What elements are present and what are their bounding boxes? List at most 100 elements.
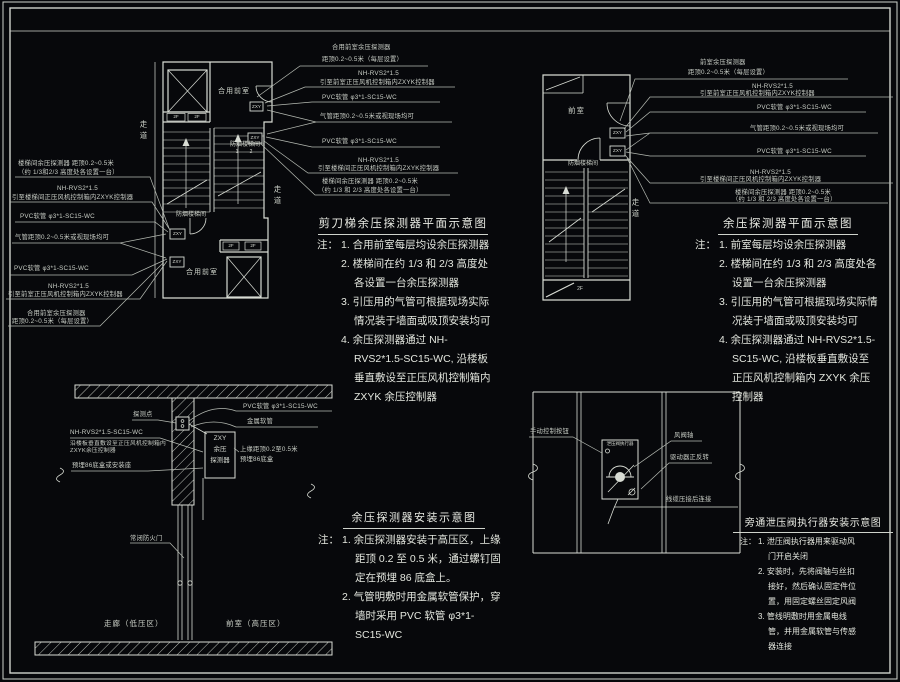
callout-label: 距顶0.2~0.5米（每层设置）	[322, 56, 404, 63]
tr-diagram-title: 余压探测器平面示意图	[718, 215, 858, 235]
notes-prefix: 注：	[318, 534, 339, 546]
note-item: 4. 余压探测器通过 NH-RVS2*1.5-SC15-WC, 沿楼板垂直敷设至…	[341, 334, 491, 403]
note-item: 2. 气管明敷时用金属软管保护，穿墙时采用 PVC 软管 φ3*1-SC15-W…	[342, 591, 501, 641]
bl-diagram-notes: 注： 1. 余压探测器安装于高压区，上缘距顶 0.2 至 0.5 米，通过螺钉固…	[318, 531, 502, 645]
room-label-stair: 防烟楼梯间	[176, 212, 207, 218]
bl-diagram-title: 余压探测器安装示意图	[343, 509, 485, 529]
detector-tag: ZXY	[172, 259, 182, 264]
callout-label: 金属软管	[247, 418, 273, 425]
room-label-stair: 防烟楼梯间	[568, 161, 599, 167]
callout-label: （约 1/3和2/3 高度处各设置一台）	[18, 169, 119, 176]
note-item: 2. 楼梯间在约 1/3 和 2/3 高度处各设置一台余压探测器	[719, 258, 877, 289]
callout-label: 预埋86底盒	[240, 456, 274, 463]
callout-label: ZXYK余压控制器	[70, 448, 116, 454]
bl-install-section	[34, 384, 333, 656]
note-item: 4. 余压探测器通过 NH-RVS2*1.5-SC15-WC, 沿楼板垂直敷设至…	[719, 334, 876, 403]
callout-label: 距顶0.2~0.5米（每层设置）	[688, 69, 770, 76]
callout-label: PVC软管 φ3*1-SC15-WC	[322, 138, 397, 145]
detector-tag: ZXY	[613, 130, 622, 135]
br-diagram-notes: 注： 1. 泄压阀执行器用来驱动风门开启关闭 2. 安装时，先将阀轴与丝扣接好，…	[740, 534, 860, 654]
callout-label: NH-RVS2*1.5	[358, 157, 399, 164]
note-item: 3. 引压用的气管可根据现场实际情况装于墙面或吸顶安装均可	[719, 296, 878, 327]
callout-label: 探测点	[133, 411, 153, 418]
stair-number: 2	[249, 149, 253, 155]
callout-label: NH-RVS2*1.5-SC15-WC	[70, 429, 143, 436]
callout-label: 引至楼梯间正压风机控制箱内ZXYK控制器	[700, 176, 822, 183]
callout-label: （约 1/3 和 2/3 高度处各设置一台）	[318, 187, 423, 194]
callout-label: 楼梯间余压探测器 距顶0.2~0.5米	[322, 178, 418, 185]
room-label-stair: 防烟楼梯间	[230, 142, 261, 148]
driver-symbol	[628, 488, 636, 496]
callout-label: 合用前室余压探测器	[27, 310, 86, 317]
tr-callout-leader-lines	[619, 78, 893, 204]
tr-diagram-notes: 注： 1. 前室每层均设余压探测器 2. 楼梯间在约 1/3 和 2/3 高度处…	[695, 236, 879, 407]
shaft-tag: 2F	[173, 114, 179, 119]
detector-tag: ZXY	[173, 231, 182, 236]
room-label-lobby: 合用前室	[218, 88, 250, 95]
tl-callout-leader-lines	[6, 65, 458, 327]
callout-label: 引至前室正压风机控制箱内ZXYK控制器	[700, 90, 815, 97]
note-item: 1. 前室每层均设余压探测器	[719, 239, 847, 251]
note-item: 3. 引压用的气管可根据现场实际情况装于墙面或吸顶安装均可	[341, 296, 491, 327]
room-label-corridor-lp: 走廊（低压区）	[104, 619, 164, 628]
note-item: 1. 余压探测器安装于高压区，上缘距顶 0.2 至 0.5 米，通过螺钉固定在预…	[342, 534, 501, 584]
callout-label: NH-RVS2*1.5	[358, 70, 399, 77]
bl-zxy-detector-box	[204, 431, 236, 479]
detector-tag: ZXY	[613, 148, 622, 153]
callout-label: 气管距顶0.2~0.5米或视现场均可	[320, 113, 415, 120]
note-item: 2. 安装时，先将阀轴与丝扣接好，然后确认固定件位置，用固定螺丝固定风阀	[758, 567, 856, 606]
callout-label: 引至楼梯间正压风机控制箱内ZXYK控制器	[318, 165, 440, 172]
manual-button-symbol	[605, 448, 610, 454]
tr-pressure-detector-boxes	[609, 127, 626, 157]
callout-label: PVC软管 φ3*1-SC15-WC	[757, 148, 832, 155]
callout-label: 风阀轴	[674, 432, 694, 439]
callout-label: 引至楼梯间正压风机控制箱内ZXYK控制器	[12, 194, 134, 201]
device-label: 探测器	[210, 457, 230, 464]
callout-label: 前室余压探测器	[700, 59, 746, 66]
callout-label: 楼梯间余压探测器 距顶0.2~0.5米	[735, 189, 831, 196]
callout-label: 驱动器正反转	[670, 454, 709, 461]
room-label-lobby: 合用前室	[186, 269, 218, 276]
shaft-tag: 2F	[194, 114, 200, 119]
callout-label: NH-RVS2*1.5	[48, 283, 89, 290]
device-label: 泄压阀执行器	[606, 441, 634, 446]
callout-label: 手动控制按钮	[530, 428, 569, 435]
floor-tag: 2F	[577, 286, 583, 292]
tl-scissor-stair-plan	[154, 61, 273, 299]
callout-label: PVC软管 φ3*1-SC15-WC	[20, 213, 95, 220]
callout-label: 沿楼板垂直敷设至正压风机控制箱内	[70, 441, 166, 447]
callout-label: NH-RVS2*1.5	[752, 83, 793, 90]
note-item: 1. 合用前室每层均设余压探测器	[341, 239, 490, 251]
br-actuator-section	[528, 391, 745, 554]
callout-label: PVC软管 φ3*1-SC15-WC	[757, 104, 832, 111]
callout-label: 上缘距顶0.2至0.5米	[240, 446, 298, 453]
callout-label: 预埋86底盒或安装座	[72, 462, 132, 469]
wall-break-symbol	[528, 463, 745, 481]
callout-label: PVC软管 φ3*1-SC15-WC	[14, 265, 89, 272]
callout-label: 线缆压接后连接	[666, 496, 712, 503]
callout-label: 气管距顶0.2~0.5米或视现场均可	[15, 234, 110, 241]
device-label: 余压	[213, 446, 227, 453]
callout-label: 气管距顶0.2~0.5米或视现场均可	[750, 125, 845, 132]
br-diagram-title: 旁通泄压阀执行器安装示意图	[733, 514, 893, 533]
valve-shaft-symbol	[615, 472, 625, 482]
callout-label: NH-RVS2*1.5	[57, 185, 98, 192]
callout-label: 常闭防火门	[130, 535, 163, 542]
wall-break-symbol	[56, 467, 315, 499]
device-label: ZXY	[213, 435, 227, 442]
note-item: 3. 管线明敷时用金属电线管，并用金属软管与传感器连接	[758, 612, 856, 651]
tl-diagram-notes: 注： 1. 合用前室每层均设余压探测器 2. 楼梯间在约 1/3 和 2/3 高…	[317, 236, 491, 407]
room-label-front: 前室	[568, 106, 585, 115]
notes-prefix: 注：	[317, 239, 338, 251]
stair-number: 1	[235, 149, 239, 155]
room-label-front-hp: 前室（高压区）	[226, 619, 286, 628]
callout-label: 引至前室正压风机控制箱内ZXYK控制器	[8, 291, 123, 298]
room-label-corridor: 走道	[139, 120, 148, 143]
callout-label: 合用前室余压探测器	[332, 44, 391, 51]
detector-tag: ZXY	[250, 135, 260, 140]
callout-label: 楼梯间余压探测器 距顶0.2~0.5米	[18, 160, 114, 167]
tr-stair-plan	[542, 74, 631, 301]
